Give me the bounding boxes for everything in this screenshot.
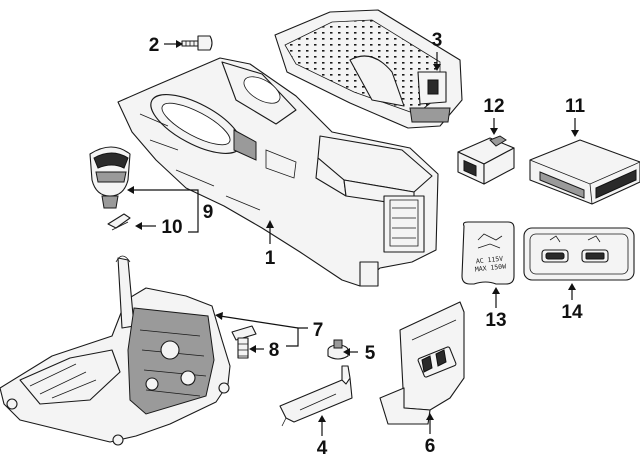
callout-6: 6 xyxy=(425,436,436,457)
part-7-shifter-assembly xyxy=(0,255,231,446)
part-4-bracket xyxy=(279,365,353,427)
part-12-module xyxy=(457,135,515,185)
callout-14: 14 xyxy=(561,302,583,323)
callout-13: 13 xyxy=(485,310,506,331)
part-11-control-module xyxy=(529,139,640,205)
callout-4: 4 xyxy=(317,438,328,457)
callout-12: 12 xyxy=(483,96,504,117)
part-2-screw xyxy=(181,35,213,51)
callout-1: 1 xyxy=(265,248,276,269)
part-14-usb-panel xyxy=(523,227,635,281)
callout-7: 7 xyxy=(313,320,324,341)
part-13-power-outlet: AC 115V MAX 150W xyxy=(461,221,515,285)
outlet-rating-line2: MAX 150W xyxy=(474,262,506,273)
part-3-storage-bin xyxy=(274,9,463,129)
callout-10: 10 xyxy=(161,217,182,238)
callout-8: 8 xyxy=(269,340,280,361)
leader-lines xyxy=(127,40,579,436)
part-10-clip xyxy=(107,213,131,231)
part-1-console-body xyxy=(117,57,439,287)
callout-2: 2 xyxy=(149,35,160,56)
callout-11: 11 xyxy=(565,96,586,117)
callout-5: 5 xyxy=(365,343,376,364)
part-9-shift-knob xyxy=(89,146,131,209)
part-8-bolt xyxy=(231,325,257,359)
part-6-trim-panel xyxy=(379,301,465,425)
part-5-nut xyxy=(327,339,349,360)
outlet-rating-line1: AC 115V xyxy=(475,255,503,266)
callout-3: 3 xyxy=(432,30,443,51)
callout-9: 9 xyxy=(203,202,214,223)
